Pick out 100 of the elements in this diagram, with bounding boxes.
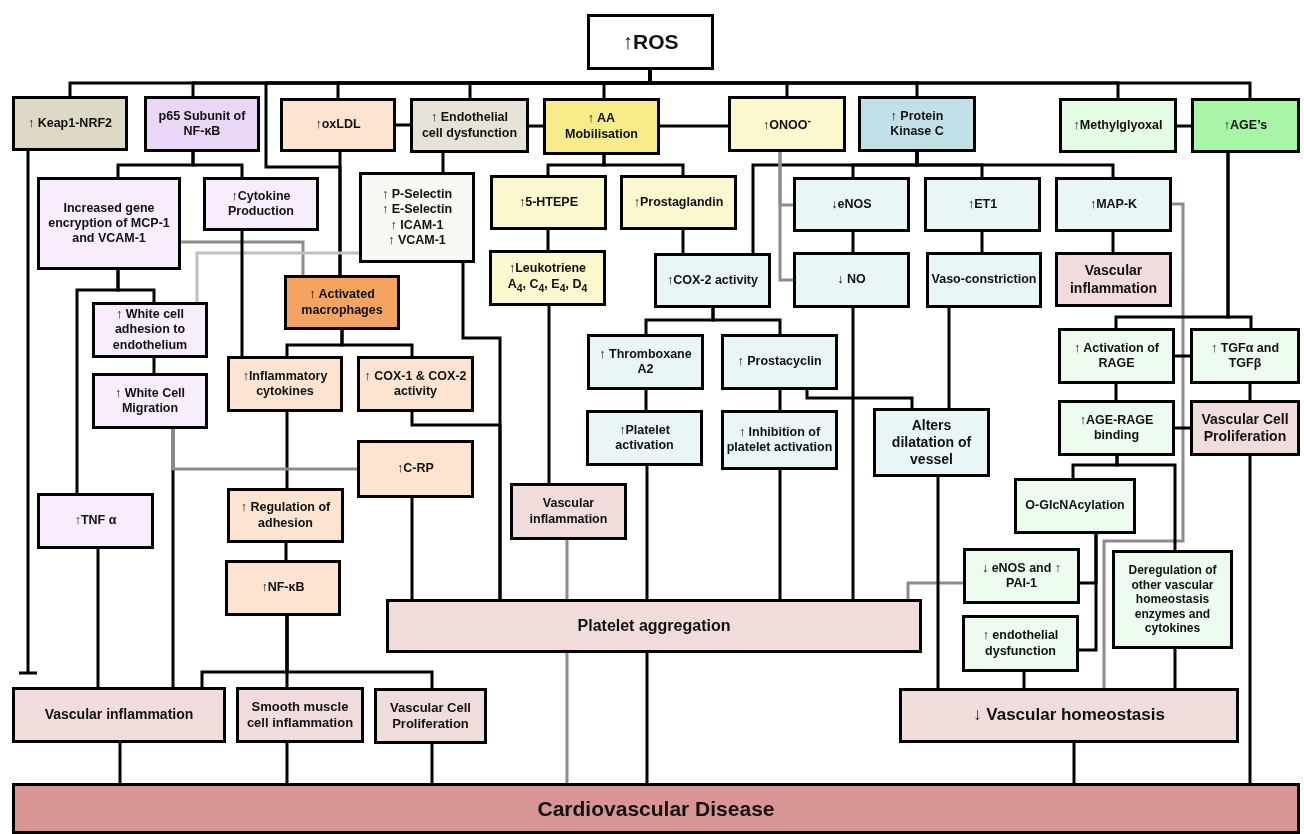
- process-box: [236, 687, 364, 743]
- node-label: ↑ TGFα and TGFβ: [1209, 340, 1281, 372]
- process-box: [899, 688, 1239, 743]
- connector-line: [778, 390, 782, 410]
- process-box: [357, 356, 474, 412]
- process-box: [1014, 478, 1136, 534]
- connector-line: [1102, 202, 1185, 688]
- connector-line: [1115, 456, 1177, 550]
- process-box: [92, 302, 208, 358]
- process-box: [1190, 328, 1300, 384]
- node-label: ↑ Inhibition of platelet activation: [726, 424, 833, 456]
- node-label: ↑oxLDL: [315, 117, 361, 133]
- process-box: [284, 275, 400, 330]
- node-label: O-GlcNAcylation: [1025, 498, 1125, 514]
- node-label: ↑ P-Selectin: [381, 187, 453, 203]
- process-box: [12, 687, 226, 743]
- node-label: ↑AGE-RAGE binding: [1078, 412, 1155, 444]
- connector-line: [1079, 534, 1098, 652]
- process-box: [858, 96, 976, 152]
- process-box: [586, 410, 703, 466]
- process-box: [924, 177, 1041, 232]
- connector-line: [529, 124, 543, 128]
- connector-line: [565, 540, 569, 599]
- process-box: [203, 177, 319, 231]
- connector-line: [778, 470, 782, 599]
- process-box: [721, 334, 838, 390]
- connector-line: [96, 549, 100, 687]
- connector-line: [711, 308, 782, 334]
- node-label: Cardiovascular Disease: [537, 795, 775, 822]
- connector-line: [644, 390, 648, 410]
- process-box: [962, 615, 1079, 672]
- process-box: [1055, 252, 1172, 307]
- connector-line: [118, 743, 122, 783]
- process-box: [12, 783, 1300, 834]
- connector-line: [851, 232, 855, 252]
- connector-line: [410, 412, 502, 599]
- node-label: Increased gene encryption of MCP-1 and VCAM-1: [47, 200, 171, 247]
- process-box: [1190, 400, 1300, 456]
- process-box: [489, 250, 606, 306]
- process-box: [873, 408, 990, 477]
- node-label: ↑ White Cell Migration: [113, 385, 187, 417]
- inhibition-line: [17, 151, 39, 675]
- node-label: ↑ Thromboxane A2: [598, 346, 693, 378]
- node-label: Smooth muscle cell inflammation: [245, 699, 355, 731]
- node-label: ↑ E-Selectin: [381, 202, 453, 218]
- process-box: [490, 175, 607, 230]
- node-label: Vascular inflammation: [1068, 262, 1159, 297]
- connector-line: [191, 152, 244, 177]
- node-label: ↑Prostaglandin: [633, 194, 724, 211]
- node-label: ↑Methylglyoxal: [1073, 117, 1163, 134]
- connector-line: [645, 466, 649, 599]
- process-box: [1058, 400, 1175, 456]
- connector-line: [906, 581, 963, 599]
- connector-line: [851, 308, 855, 599]
- node-label: Vascular Cell Proliferation: [389, 700, 472, 732]
- process-box: [587, 334, 704, 390]
- process-box: [225, 560, 341, 616]
- connector-line: [915, 152, 1115, 177]
- node-label: ↑Platelet activation: [614, 422, 675, 454]
- node-label: ↑ ICAM-1: [390, 217, 444, 233]
- node-label: ↑Inflammatory cytokines: [241, 368, 329, 400]
- connector-line: [1173, 649, 1177, 688]
- process-box: [1055, 177, 1172, 232]
- connector-line: [285, 412, 289, 488]
- node-label: ↓ Vascular homeostasis: [973, 705, 1165, 726]
- connector-line: [430, 744, 434, 783]
- connector-line: [181, 240, 305, 275]
- process-box: [543, 98, 660, 155]
- process-box: [926, 252, 1042, 308]
- process-box: [144, 96, 260, 152]
- node-label: ↑ Prostacyclin: [737, 354, 822, 370]
- node-label: ↑ Activated macrophages: [300, 287, 384, 318]
- connector-line: [240, 231, 244, 356]
- connector-line: [980, 232, 984, 252]
- node-label: ↑ Endothelial cell dysfunction: [420, 110, 519, 141]
- process-box: [410, 98, 529, 153]
- connector-line: [340, 330, 414, 356]
- node-label: ↑ Activation of RAGE: [1073, 340, 1160, 372]
- node-label: Deregulation of other vascular homeostasis enzymes and cytokines: [1127, 562, 1218, 637]
- node-label: ↑C-RP: [397, 461, 434, 477]
- process-box: [587, 14, 714, 70]
- connector-line: [75, 270, 120, 493]
- process-box: [227, 488, 344, 543]
- connector-line: [195, 251, 359, 302]
- connector-line: [284, 543, 288, 560]
- process-box: [92, 373, 208, 429]
- connector-line: [285, 743, 289, 783]
- connector-line: [947, 308, 951, 408]
- node-label: p65 Subunit of NF-κB: [158, 108, 246, 140]
- node-label: ↑COX-2 activity: [667, 272, 758, 289]
- node-label: Alters dilatation of vessel: [890, 416, 973, 469]
- connector-line: [1022, 672, 1026, 688]
- node-label: ↑5-HTEPE: [518, 194, 578, 211]
- connector-line: [660, 124, 728, 128]
- node-label: ↑ endothelial dysfunction: [981, 628, 1060, 659]
- connector-line: [1226, 153, 1253, 328]
- process-box: [654, 253, 771, 308]
- node-label: Vaso-constriction: [931, 272, 1037, 288]
- connector-line: [285, 616, 434, 688]
- process-box: [1191, 98, 1300, 153]
